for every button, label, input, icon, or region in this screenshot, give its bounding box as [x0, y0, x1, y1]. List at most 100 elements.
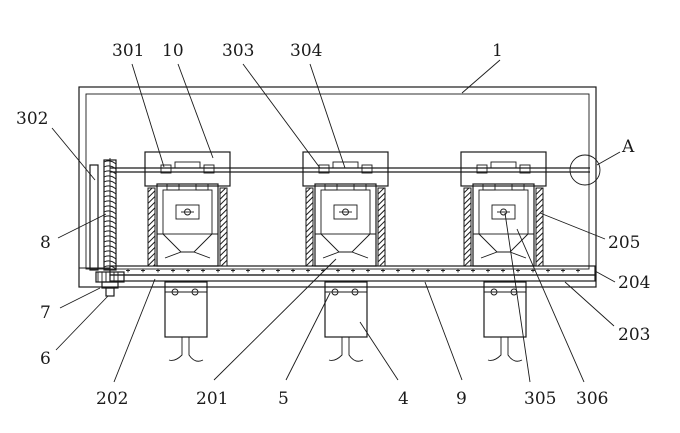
label-4: 4 — [398, 389, 409, 409]
block-body — [324, 281, 368, 338]
unit-funnel-base — [164, 251, 211, 259]
label-306: 306 — [576, 389, 608, 409]
unit-funnel — [320, 233, 371, 253]
unit-connector — [195, 183, 209, 191]
unit-inner-frame — [314, 183, 377, 267]
spring-coil — [103, 165, 117, 170]
spring-coil — [103, 225, 117, 230]
unit-funnel-base — [480, 251, 527, 259]
unit-top-tab — [476, 164, 488, 174]
block-body — [483, 281, 527, 338]
label-305: 305 — [524, 389, 556, 409]
spring-coil — [103, 260, 117, 265]
label-5: 5 — [278, 389, 289, 409]
unit-top-box — [302, 151, 389, 187]
spring-coil — [103, 160, 117, 165]
unit-side-left — [305, 187, 314, 267]
unit-top-slot — [490, 161, 517, 169]
unit-side-left — [463, 187, 472, 267]
unit-connector — [166, 183, 180, 191]
label-8: 8 — [40, 233, 51, 253]
spring-coil — [103, 255, 117, 260]
spring-coil — [103, 170, 117, 175]
label-301: 301 — [112, 41, 144, 61]
unit-funnel-base — [322, 251, 369, 259]
block-bolt — [171, 288, 179, 296]
label-10: 10 — [162, 41, 184, 61]
label-a: A — [621, 137, 635, 157]
spring-coil — [103, 175, 117, 180]
spring-coil — [103, 190, 117, 195]
rail-dots — [126, 268, 580, 273]
spring-coil — [103, 235, 117, 240]
block-cable — [328, 337, 343, 361]
label-302: 302 — [16, 109, 48, 129]
label-204: 204 — [618, 273, 650, 293]
spring-coil — [103, 250, 117, 255]
spring-coil — [103, 245, 117, 250]
unit-top-slot — [332, 161, 359, 169]
block-bolt — [351, 288, 359, 296]
block-bolt — [331, 288, 339, 296]
bottom-gear — [95, 271, 125, 297]
label-202: 202 — [96, 389, 128, 409]
screw-spring — [103, 160, 117, 270]
unit-top-box — [144, 151, 231, 187]
detail-circle-a — [569, 154, 601, 186]
unit-side-right — [535, 187, 544, 267]
unit-connector — [482, 183, 496, 191]
label-9: 9 — [456, 389, 467, 409]
spring-coil — [103, 200, 117, 205]
spring-coil — [103, 215, 117, 220]
leader-lines — [51, 59, 621, 383]
label-1: 1 — [492, 41, 503, 61]
unit-bolt-box — [175, 204, 200, 220]
spring-coil — [103, 205, 117, 210]
label-203: 203 — [618, 325, 650, 345]
unit-inner-window — [162, 189, 213, 235]
clamp-unit — [302, 151, 389, 267]
clamp-unit — [144, 151, 231, 267]
unit-top-tab — [361, 164, 373, 174]
spring-coil — [103, 220, 117, 225]
block-cable — [507, 337, 523, 362]
spring-coil — [103, 240, 117, 245]
top-rod — [110, 167, 590, 173]
unit-top-tab — [203, 164, 215, 174]
unit-connector — [511, 183, 525, 191]
base-rail — [79, 265, 596, 282]
unit-top-box — [460, 151, 547, 187]
unit-side-right — [219, 187, 228, 267]
block-bolt — [490, 288, 498, 296]
unit-inner-window — [478, 189, 529, 235]
label-201: 201 — [196, 389, 228, 409]
housing-frame — [78, 86, 597, 288]
label-304: 304 — [290, 41, 322, 61]
part-labels: 301 10 303 304 1 302 A 8 205 204 7 203 6… — [16, 41, 650, 409]
block-cable — [487, 337, 502, 361]
unit-top-tab — [318, 164, 330, 174]
unit-top-slot — [174, 161, 201, 169]
clamp-unit — [460, 151, 547, 267]
block-cable — [188, 337, 204, 362]
unit-bolt-box — [491, 204, 516, 220]
lower-block — [324, 281, 368, 362]
spring-coil — [103, 185, 117, 190]
spring-coil — [103, 210, 117, 215]
label-7: 7 — [40, 303, 51, 323]
block-body — [164, 281, 208, 338]
unit-inner-window — [320, 189, 371, 235]
unit-top-tab — [519, 164, 531, 174]
block-cable — [168, 337, 183, 361]
spring-coil — [103, 180, 117, 185]
block-cable — [348, 337, 364, 362]
unit-side-left — [147, 187, 156, 267]
label-6: 6 — [40, 349, 51, 369]
label-205: 205 — [608, 233, 640, 253]
block-bolt — [191, 288, 199, 296]
spring-coil — [103, 195, 117, 200]
unit-inner-frame — [472, 183, 535, 267]
unit-connector — [324, 183, 338, 191]
